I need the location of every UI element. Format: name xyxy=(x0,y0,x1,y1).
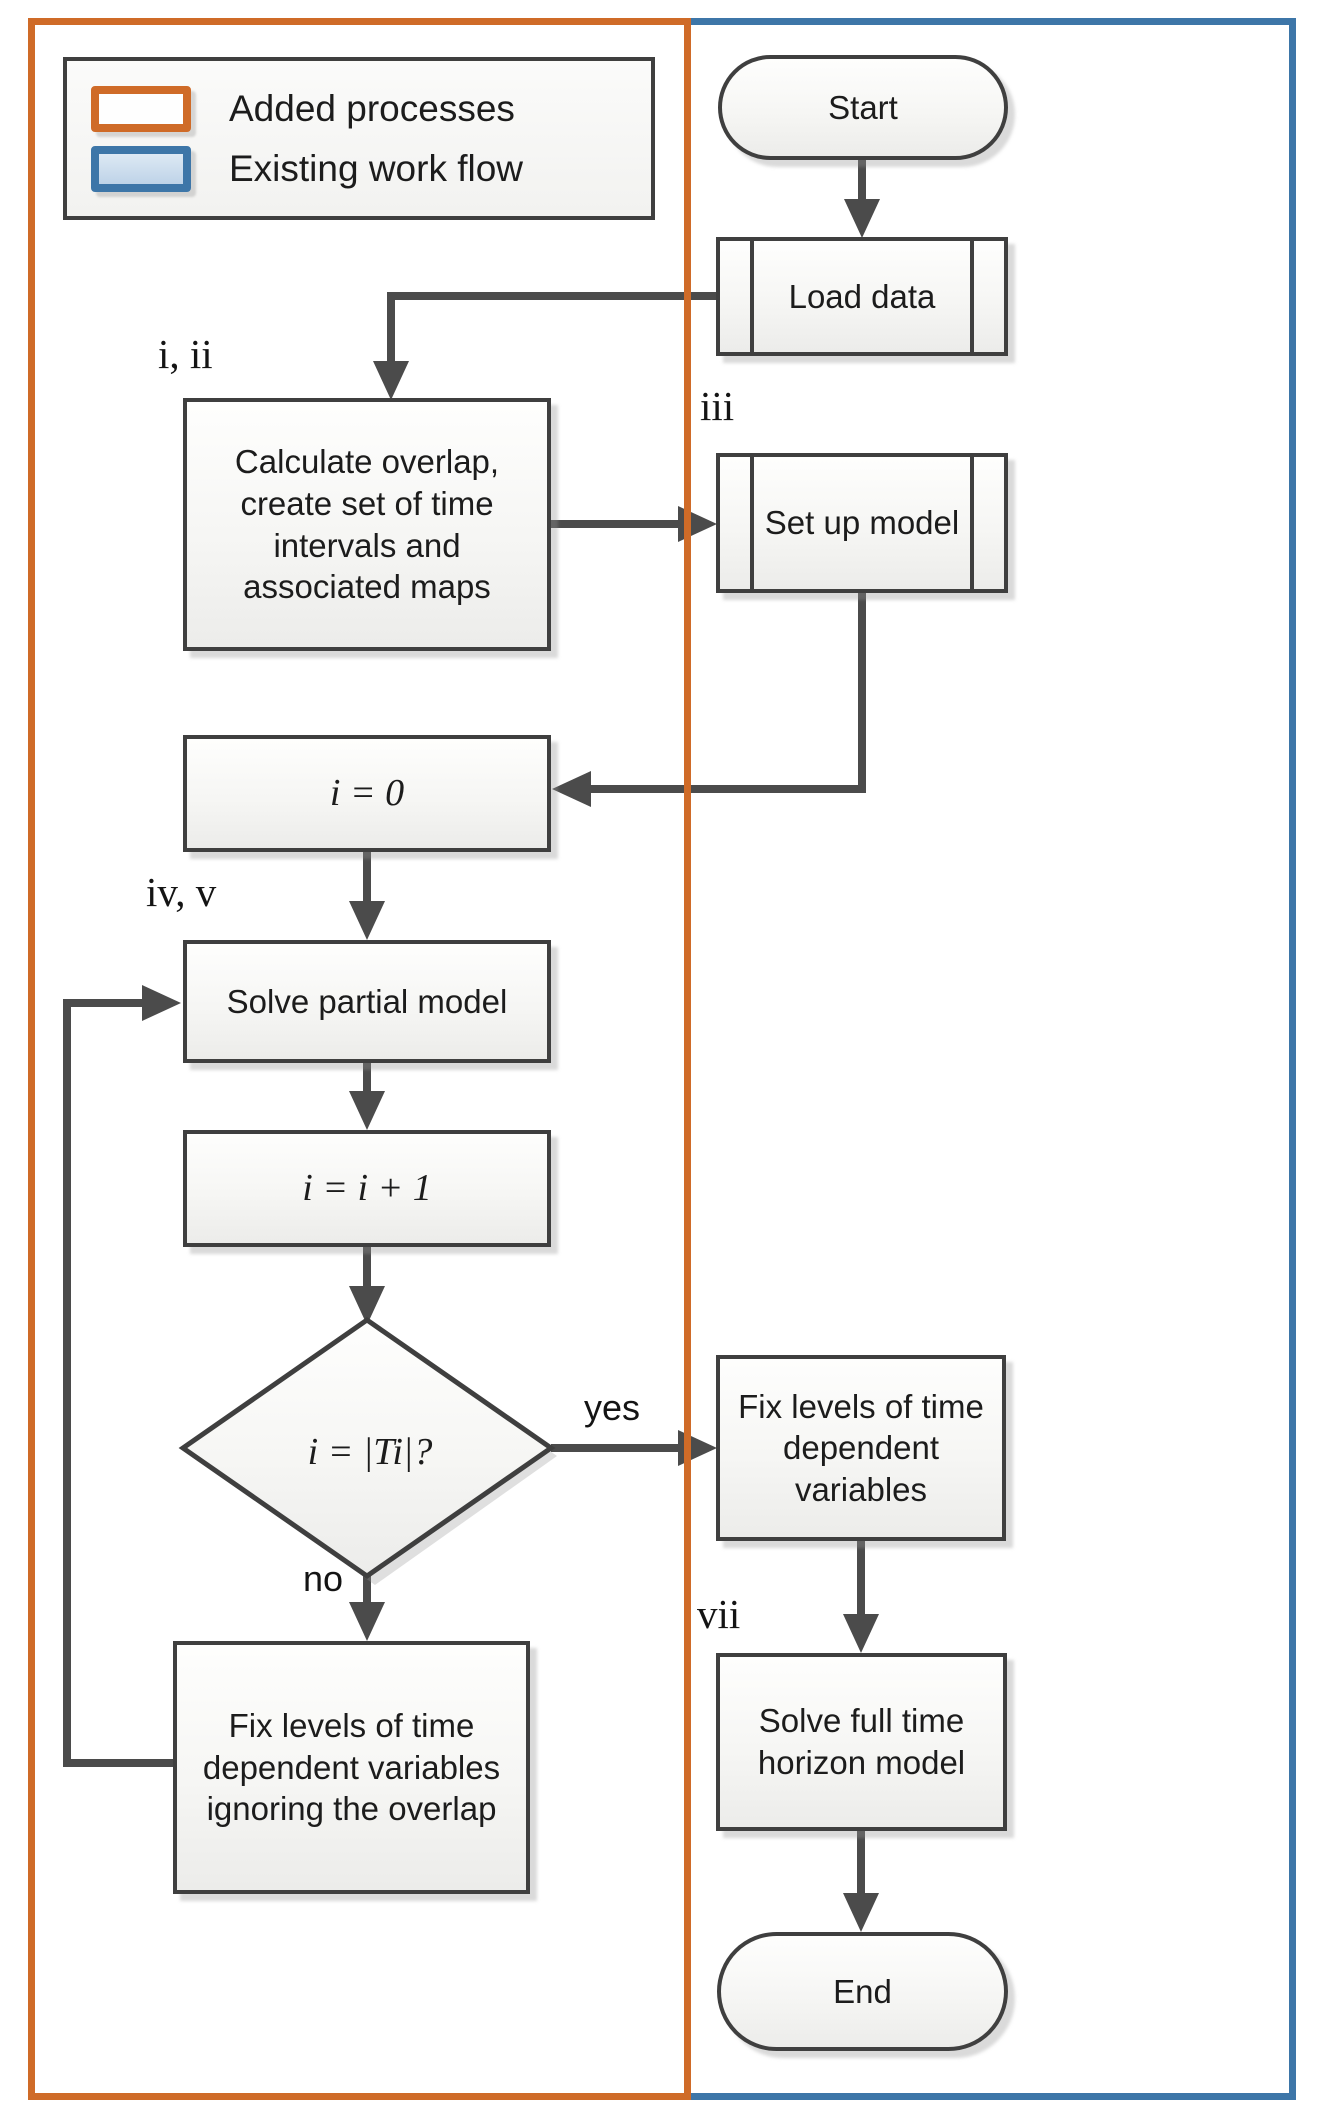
node-load-data-label: Load data xyxy=(788,277,936,315)
node-setup-model: Set up model xyxy=(716,453,1008,593)
node-calc-overlap: Calculate overlap, create set of time in… xyxy=(183,398,551,651)
node-end: End xyxy=(717,1932,1008,2051)
annotation-solve-partial: iv, v xyxy=(146,869,217,915)
predefined-process-line xyxy=(750,457,754,589)
legend: Added processes Existing work flow xyxy=(63,57,655,220)
legend-row-existing: Existing work flow xyxy=(91,145,627,192)
annotation-solve-full: vii xyxy=(697,1591,741,1637)
node-decision-label: i = |Ti|? xyxy=(307,1431,433,1473)
node-decision: i = |Ti|? xyxy=(175,1317,565,1587)
legend-label-added: Added processes xyxy=(229,87,515,129)
node-calc-overlap-label: Calculate overlap, create set of time in… xyxy=(234,443,500,606)
node-i-increment-label: i = i + 1 xyxy=(302,1166,432,1209)
node-fix-levels: Fix levels of time dependent variables xyxy=(716,1355,1006,1541)
node-solve-partial-label: Solve partial model xyxy=(226,982,508,1020)
node-solve-full: Solve full time horizon model xyxy=(716,1653,1007,1831)
node-fix-levels-ignore-label: Fix levels of time dependent variables i… xyxy=(202,1707,501,1828)
node-fix-levels-ignore: Fix levels of time dependent variables i… xyxy=(173,1641,530,1894)
node-i-zero: i = 0 xyxy=(183,735,551,852)
legend-label-existing: Existing work flow xyxy=(229,147,524,189)
annotation-calc-overlap: i, ii xyxy=(158,331,213,377)
node-end-label: End xyxy=(833,1972,892,2010)
node-load-data: Load data xyxy=(716,237,1008,356)
node-i-increment: i = i + 1 xyxy=(183,1130,551,1247)
added-processes-swatch xyxy=(91,85,191,132)
node-solve-full-label: Solve full time horizon model xyxy=(757,1702,966,1781)
predefined-process-line xyxy=(970,457,974,589)
node-fix-levels-label: Fix levels of time dependent variables xyxy=(738,1387,984,1508)
edge-label-yes: yes xyxy=(584,1387,641,1428)
edge-label-no: no xyxy=(303,1558,344,1599)
existing-workflow-swatch xyxy=(91,145,191,192)
annotation-setup-model: iii xyxy=(700,383,735,429)
predefined-process-line xyxy=(750,241,754,352)
node-start-label: Start xyxy=(828,88,898,126)
predefined-process-line xyxy=(970,241,974,352)
node-setup-model-label: Set up model xyxy=(764,504,960,542)
legend-row-added: Added processes xyxy=(91,85,627,132)
node-solve-partial: Solve partial model xyxy=(183,940,551,1063)
node-i-zero-label: i = 0 xyxy=(329,771,405,814)
node-start: Start xyxy=(718,55,1008,160)
